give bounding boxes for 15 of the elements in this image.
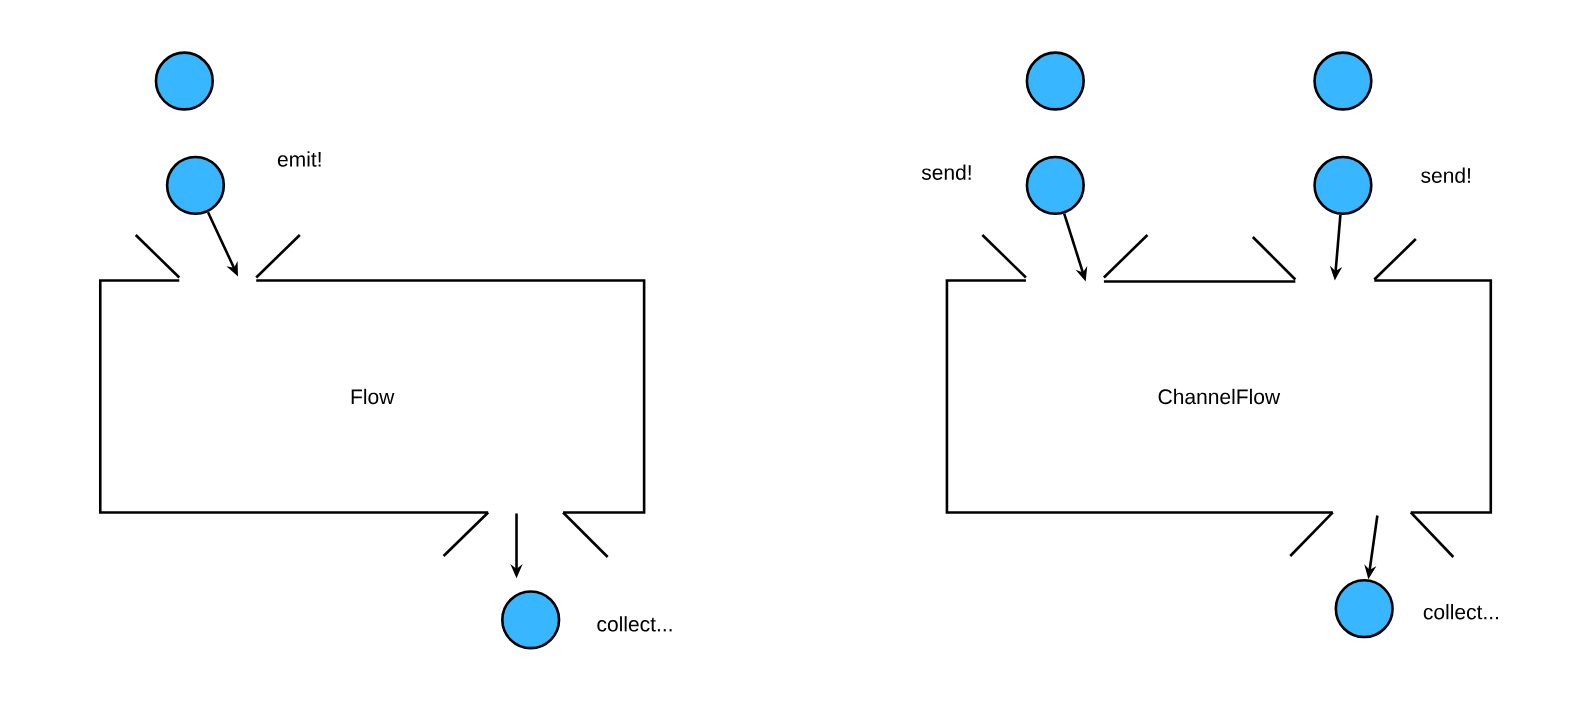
node-label: collect... — [597, 616, 672, 632]
circle — [1313, 155, 1373, 215]
circle — [1025, 51, 1085, 111]
funnel-box: Flow — [98, 234, 646, 558]
node-label: emit! — [277, 151, 321, 167]
node-label: send! — [921, 164, 971, 180]
circle — [1313, 51, 1373, 111]
circle — [1334, 579, 1394, 639]
funnel-box: ChannelFlow — [945, 234, 1493, 558]
circle — [1025, 155, 1085, 215]
circle — [501, 590, 561, 650]
node-label: send! — [1421, 167, 1470, 183]
node-label: collect... — [1423, 603, 1498, 620]
circle — [165, 155, 226, 215]
circle — [154, 51, 214, 111]
